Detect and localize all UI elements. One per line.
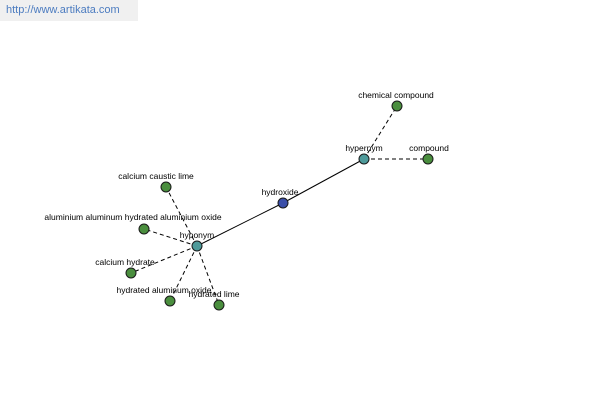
edge-hydroxide-to-hypernym <box>282 158 365 204</box>
edge-hyponym-to-aluminium-hydrated-oxide <box>143 228 198 247</box>
node-label-hydrated-lime[interactable]: hydrated lime <box>188 289 239 299</box>
node-hypernym[interactable] <box>358 153 370 165</box>
node-label-aluminium-hydrated-oxide[interactable]: aluminium aluminum hydrated aluminium ox… <box>44 212 221 222</box>
node-label-hydrated-aluminum-oxide[interactable]: hydrated aluminum oxide <box>117 285 212 295</box>
node-hydrated-aluminum-oxide[interactable] <box>164 295 176 307</box>
node-label-hyponym[interactable]: hyponym <box>180 230 215 240</box>
edge-hyponym-to-calcium-hydrate <box>130 245 198 274</box>
node-label-compound[interactable]: compound <box>409 143 449 153</box>
node-calcium-caustic-lime[interactable] <box>160 181 172 193</box>
site-url-link[interactable]: http://www.artikata.com <box>6 4 120 16</box>
node-label-hypernym[interactable]: hypernym <box>345 143 382 153</box>
node-label-hydroxide[interactable]: hydroxide <box>262 187 299 197</box>
edge-hyponym-to-hydrated-lime <box>196 245 220 306</box>
node-label-chemical-compound[interactable]: chemical compound <box>358 90 434 100</box>
edge-hyponym-to-hydrated-aluminum-oxide <box>169 245 198 302</box>
node-chemical-compound[interactable] <box>391 100 403 112</box>
node-calcium-hydrate[interactable] <box>125 267 137 279</box>
node-hyponym[interactable] <box>191 240 203 252</box>
labels-layer: hydroxide hypernym hyponym chemical compoun… <box>44 90 449 299</box>
node-hydroxide[interactable] <box>277 197 289 209</box>
site-banner: http://www.artikata.com <box>0 0 138 21</box>
node-label-calcium-caustic-lime[interactable]: calcium caustic lime <box>118 171 194 181</box>
node-hydrated-lime[interactable] <box>213 299 225 311</box>
node-compound[interactable] <box>422 153 434 165</box>
node-aluminium-hydrated-oxide[interactable] <box>138 223 150 235</box>
edges-layer <box>130 105 428 306</box>
edge-hypernym-to-chemical-compound <box>363 105 398 160</box>
node-label-calcium-hydrate[interactable]: calcium hydrate <box>95 257 155 267</box>
edge-hydroxide-to-hyponym <box>196 202 284 247</box>
nodes-layer <box>125 100 434 311</box>
